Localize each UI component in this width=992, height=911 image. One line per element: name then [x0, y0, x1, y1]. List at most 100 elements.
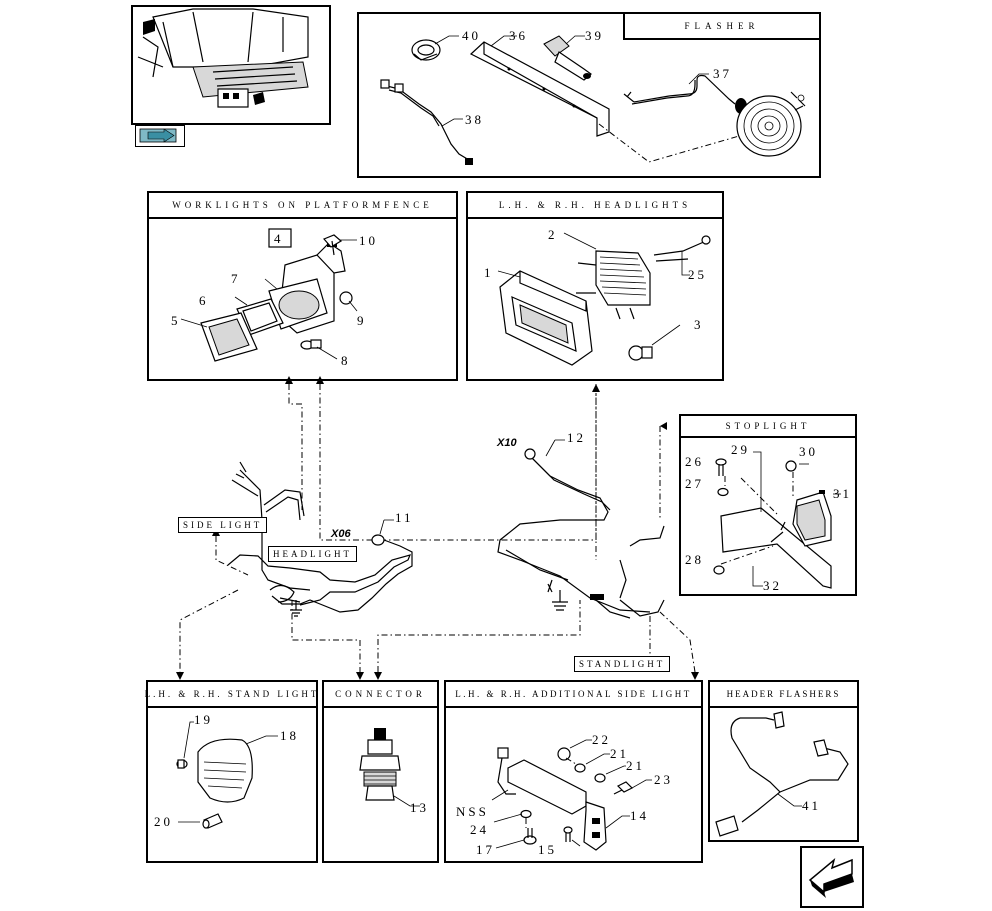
thumbnail-box	[131, 5, 331, 125]
part-8-bulb	[300, 339, 322, 350]
part-1-housing	[499, 270, 593, 366]
headlight-tag: HEADLIGHT	[268, 546, 357, 562]
label-32: 32	[763, 578, 782, 593]
part-7-worklight	[268, 239, 346, 334]
additional-side-light-drawing: 22 21 21 23 14 NSS 24 17 15	[456, 732, 673, 857]
header-flashers-title: HEADER FLASHERS	[710, 682, 857, 708]
label-31: 31	[833, 486, 852, 501]
label-24: 24	[470, 822, 489, 837]
part-32-wire	[770, 521, 786, 543]
part-36-bracket	[469, 41, 610, 137]
label-6: 6	[199, 293, 209, 308]
label-21a: 21	[610, 746, 629, 761]
additional-side-light-box: L.H. & R.H. ADDITIONAL SIDE LIGHT	[444, 680, 703, 863]
label-37: 37	[713, 66, 732, 81]
label-9: 9	[357, 313, 367, 328]
part-12-harness	[497, 448, 665, 619]
label-22: 22	[592, 732, 611, 747]
part-15-screw	[563, 826, 573, 842]
stoplight-box: STOPLIGHT 2	[679, 414, 857, 596]
label-11: 11	[395, 510, 414, 525]
arrow-back-icon[interactable]	[800, 846, 864, 908]
label-20: 20	[154, 814, 173, 829]
part-31-lamp	[792, 490, 832, 547]
label-10: 10	[359, 233, 378, 248]
side-light-tag: SIDE LIGHT	[178, 517, 268, 533]
additional-side-light-title: L.H. & R.H. ADDITIONAL SIDE LIGHT	[446, 682, 701, 708]
nss-harness	[497, 747, 516, 795]
label-23: 23	[654, 772, 673, 787]
flasher-box: FLASHER	[357, 12, 821, 178]
part-18-lamp	[197, 738, 253, 803]
part-14-light	[507, 759, 607, 851]
part-2-reflector	[576, 250, 651, 320]
part-21-washer	[574, 763, 586, 773]
part-13-connector	[359, 728, 401, 801]
part-19-bulb	[176, 759, 188, 769]
label-13: 13	[410, 800, 429, 815]
stand-light-box: L.H. & R.H. STAND LIGHT 19 18 20	[145, 680, 318, 863]
part-30-nut	[785, 460, 797, 472]
stand-light-title: L.H. & R.H. STAND LIGHT	[145, 682, 316, 708]
connector-x06: X06	[330, 528, 351, 540]
label-4: 4	[274, 231, 284, 246]
stoplight-title: STOPLIGHT	[681, 416, 855, 438]
part-39-switch	[543, 35, 635, 103]
label-39: 39	[585, 28, 604, 43]
label-27: 27	[685, 476, 704, 491]
label-40: 40	[462, 28, 481, 43]
label-28: 28	[685, 552, 704, 567]
label-18: 18	[280, 728, 299, 743]
label-17: 17	[476, 842, 495, 857]
arrow-right-icon[interactable]	[135, 125, 185, 147]
label-15: 15	[538, 842, 557, 857]
headlights-drawing: 2 25 1 3	[484, 227, 711, 366]
part-24-washer	[520, 809, 532, 819]
part-22-nut	[557, 747, 571, 761]
headlights-box: L.H. & R.H. HEADLIGHTS	[466, 191, 724, 381]
part-26-screw	[715, 458, 727, 476]
label-26: 26	[685, 454, 704, 469]
label-7: 7	[231, 271, 241, 286]
label-4-box	[268, 228, 292, 248]
worklights-box: WORKLIGHTS ON PLATFORMFENCE 4	[147, 191, 458, 381]
ground-symbol-icon	[290, 590, 568, 617]
label-14: 14	[630, 808, 649, 823]
part-41-harness	[715, 711, 849, 837]
stoplight-drawing: 26 27 28 29 30 31 32	[685, 442, 852, 593]
flasher-title: FLASHER	[623, 14, 819, 40]
part-5-frame	[200, 312, 258, 362]
label-36: 36	[509, 28, 528, 43]
label-8: 8	[341, 353, 351, 368]
flasher-drawing: 40 36 39 37 38	[380, 28, 806, 165]
part-37-beacon	[631, 74, 806, 157]
label-19: 19	[194, 712, 213, 727]
part-17-screw	[523, 828, 537, 845]
label-21b: 21	[626, 758, 645, 773]
standlight-tag: STANDLIGHT	[574, 656, 671, 672]
part-23-bolt	[613, 781, 634, 795]
part-10-bolt	[322, 234, 343, 256]
stand-light-drawing: 19 18 20	[154, 712, 299, 829]
header-flashers-drawing: 41	[715, 711, 849, 837]
connector-title: CONNECTOR	[324, 682, 437, 708]
part-27-washer	[717, 487, 729, 497]
worklights-drawing: 4	[171, 228, 378, 368]
label-30: 30	[799, 444, 818, 459]
part-40-clip	[411, 39, 441, 61]
nss-label: NSS	[456, 804, 489, 819]
part-20-fuse	[202, 813, 223, 829]
label-2: 2	[548, 227, 558, 242]
label-29: 29	[731, 442, 750, 457]
part-29-bracket	[720, 507, 832, 589]
connector-box: CONNECTOR 13	[322, 680, 439, 863]
label-25: 25	[688, 267, 707, 282]
label-41: 41	[802, 798, 821, 813]
label-1: 1	[484, 265, 494, 280]
part-21b-washer	[594, 773, 606, 783]
worklights-title: WORKLIGHTS ON PLATFORMFENCE	[149, 193, 456, 219]
label-3: 3	[694, 317, 704, 332]
headlights-title: L.H. & R.H. HEADLIGHTS	[468, 193, 722, 219]
label-5: 5	[171, 313, 181, 328]
